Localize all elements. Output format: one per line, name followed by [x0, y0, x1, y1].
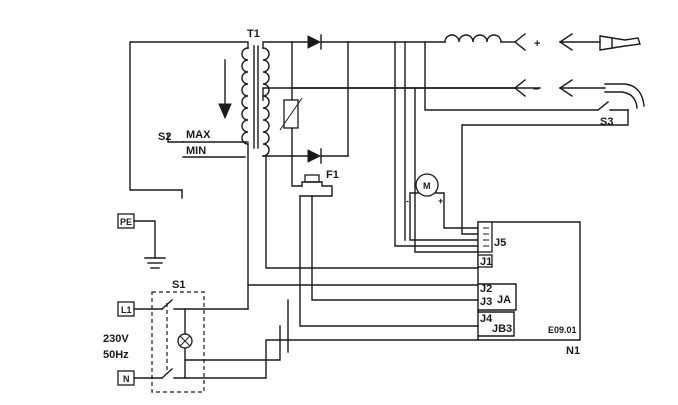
f1-label: F1 — [326, 169, 339, 181]
j3-label: J3 — [480, 296, 492, 308]
jb3-label: JB3 — [492, 323, 512, 335]
diode-bottom — [307, 149, 322, 163]
positive-label: + — [534, 38, 540, 50]
connector-j5 — [477, 221, 493, 253]
fuse-f1: F1 — [291, 155, 479, 327]
frequency-label: 50Hz — [103, 349, 129, 361]
protective-earth: PE — [117, 213, 166, 269]
connector-j1 — [477, 254, 493, 268]
positive-output: + — [347, 33, 641, 51]
s3-label: S3 — [600, 116, 613, 128]
transformer-t1: T1 — [129, 28, 270, 191]
board-code-label: E09.01 — [548, 325, 577, 335]
torch-icon — [599, 35, 641, 51]
s1-enclosure — [151, 291, 205, 393]
ground-clamp-icon — [604, 83, 645, 107]
j2-label: J2 — [480, 283, 492, 295]
j1-label: J1 — [480, 256, 492, 268]
s1-label: S1 — [172, 279, 185, 291]
j4-label: J4 — [480, 313, 493, 325]
motor-minus-label: - — [406, 196, 409, 206]
motor-plus-label: + — [438, 196, 443, 206]
max-label: MAX — [186, 129, 211, 141]
negative-output: – — [291, 79, 645, 109]
ja-label: JA — [497, 294, 511, 306]
main-switch-s1: S1 L1 N 230V 50Hz — [103, 279, 479, 393]
diode-top — [307, 35, 322, 49]
n-label: N — [123, 374, 130, 384]
transformer-label: T1 — [247, 28, 260, 40]
motor: M - + — [406, 173, 479, 241]
s2-label: S2 — [158, 131, 171, 143]
motor-icon — [415, 173, 439, 197]
n1-label: N1 — [566, 345, 580, 357]
j5-label: J5 — [494, 237, 506, 249]
l1-label: L1 — [121, 305, 132, 315]
control-board-n1: J5 J1 J2 J3 JA J4 JB3 E09.01 N1 — [477, 221, 581, 357]
min-label: MIN — [186, 145, 206, 157]
motor-label: M — [423, 181, 431, 191]
rectifier — [262, 34, 541, 164]
voltage-label: 230V — [103, 333, 129, 345]
negative-label: – — [533, 83, 539, 95]
selector-s2: S2 MAX MIN — [158, 129, 249, 158]
switch-s3: S3 — [424, 41, 629, 235]
pe-label: PE — [120, 217, 132, 227]
